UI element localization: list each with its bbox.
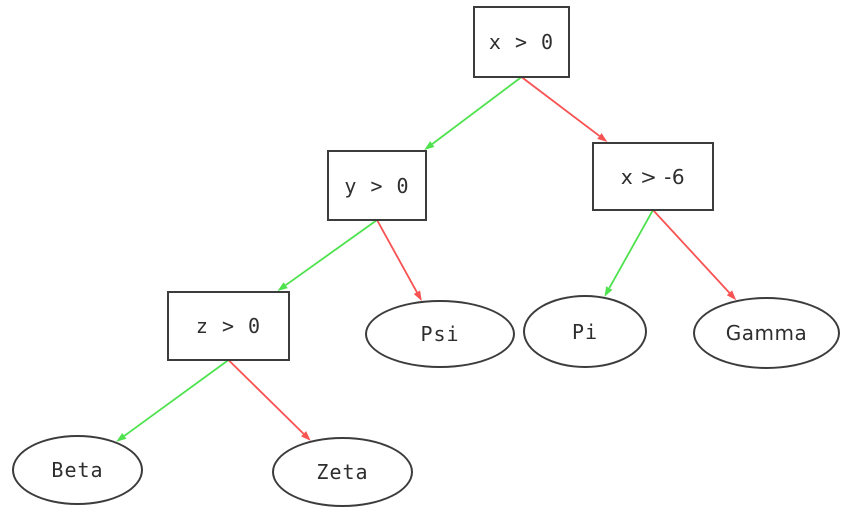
node-label: Zeta	[316, 460, 369, 484]
arrowhead-root-y0	[424, 141, 435, 150]
edge-xn6-gamma	[652, 209, 731, 294]
leaf-node-psi: Psi	[365, 300, 515, 368]
node-label: z > 0	[195, 314, 262, 338]
arrowhead-root-xn6	[597, 133, 608, 142]
leaf-node-beta: Beta	[12, 435, 143, 505]
node-label: x > 0	[488, 30, 555, 54]
arrowhead-xn6-gamma	[726, 290, 737, 301]
edge-z0-zeta	[227, 359, 305, 435]
leaf-node-zeta: Zeta	[272, 437, 413, 507]
decision-node-x-gt-neg6: x > -6	[592, 142, 714, 211]
edge-z0-beta	[123, 359, 230, 437]
leaf-node-pi: Pi	[523, 295, 647, 368]
edge-xn6-pi	[608, 209, 654, 289]
node-label: Psi	[420, 322, 460, 346]
decision-node-z-gt-0: z > 0	[167, 291, 290, 361]
arrowhead-y0-z0	[277, 282, 288, 291]
edge-y0-psi	[376, 219, 418, 293]
arrowhead-y0-psi	[413, 290, 422, 302]
decision-node-y-gt-0: y > 0	[327, 150, 427, 221]
node-label: Gamma	[725, 321, 808, 345]
edge-root-y0	[431, 76, 523, 145]
arrowhead-xn6-pi	[604, 286, 613, 297]
edge-root-xn6	[520, 76, 600, 137]
decision-node-x-gt-0: x > 0	[473, 6, 570, 78]
node-label: Beta	[51, 458, 104, 482]
arrowhead-z0-zeta	[301, 431, 311, 441]
edge-y0-z0	[285, 219, 378, 286]
node-label: x > -6	[620, 164, 686, 189]
leaf-node-gamma: Gamma	[693, 297, 840, 369]
node-label: Pi	[571, 319, 599, 344]
arrowhead-z0-beta	[116, 432, 127, 442]
node-label: y > 0	[344, 173, 410, 198]
